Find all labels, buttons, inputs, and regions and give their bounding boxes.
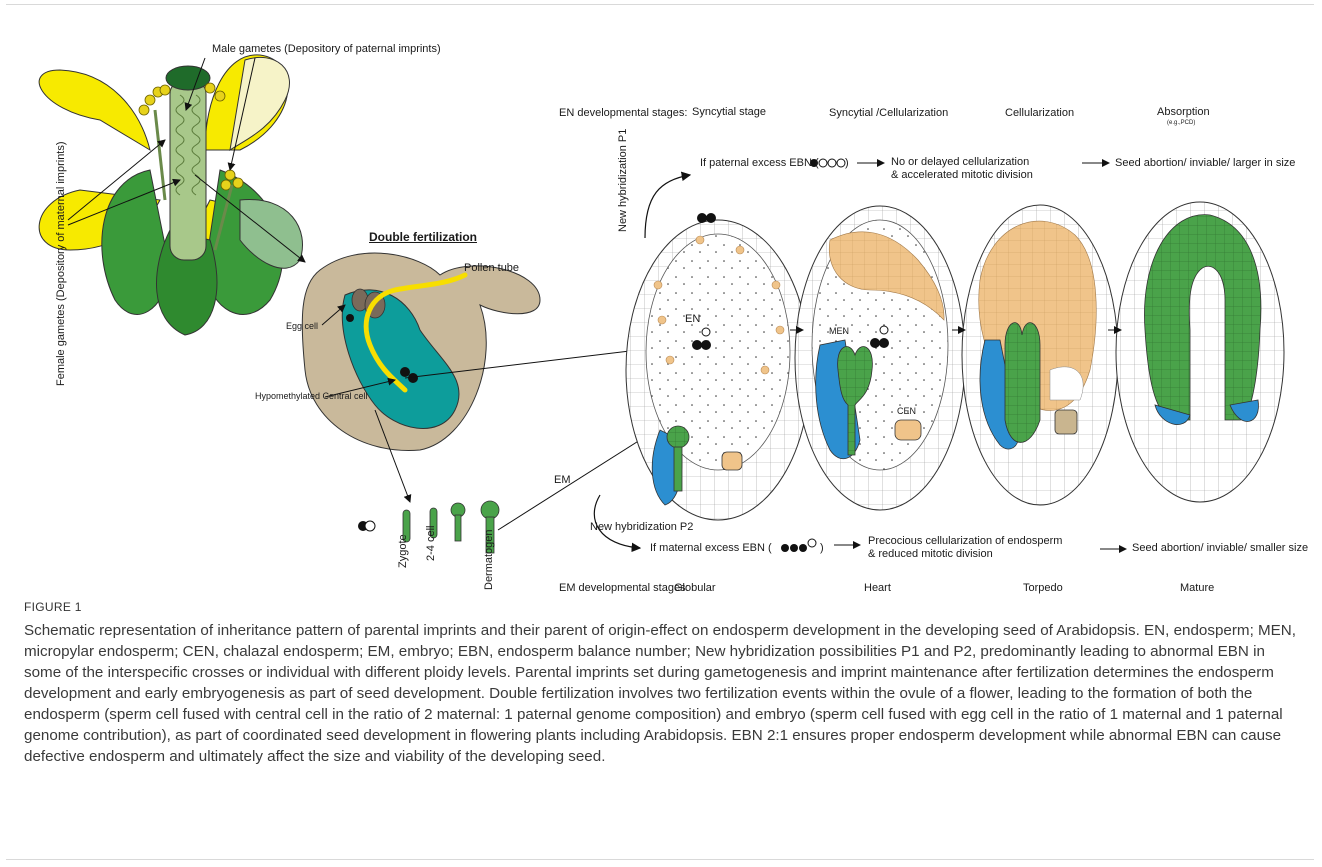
label-em-stages-title: EM developmental stages: xyxy=(559,582,689,594)
label-double-fertilization: Double fertilization xyxy=(369,230,477,244)
label-em: EM xyxy=(554,474,571,486)
label-two-four-cell: 2-4 cell xyxy=(425,526,437,561)
label-en-stages-title: EN developmental stages: xyxy=(559,107,687,119)
seed-torpedo xyxy=(962,205,1118,505)
flower-illustration xyxy=(39,55,302,335)
figure-label: FIGURE 1 xyxy=(24,600,82,614)
label-maternal-excess: If maternal excess EBN ( xyxy=(650,542,772,554)
label-em-stage-2: Heart xyxy=(864,582,891,594)
label-egg-cell: Egg cell xyxy=(286,321,318,331)
seed-heart xyxy=(795,206,965,510)
label-en: EN xyxy=(685,313,700,325)
label-em-stage-1: Globular xyxy=(674,582,716,594)
label-male-gametes: Male gametes (Depository of paternal imp… xyxy=(212,43,441,55)
label-pollen-tube: Pollen tube xyxy=(464,262,519,274)
label-en-stage-4: Absorption xyxy=(1157,106,1210,118)
flower-pistil xyxy=(170,80,206,260)
label-cen: CEN xyxy=(897,406,916,416)
label-en-stage-4-note: (e.g.,PCD) xyxy=(1167,120,1195,126)
figure-illustration xyxy=(0,0,1322,600)
label-en-stage-2: Syncytial /Cellularization xyxy=(829,107,948,119)
label-em-stage-4: Mature xyxy=(1180,582,1214,594)
flower-petal xyxy=(39,70,150,150)
label-female-gametes: Female gametes (Depository of maternal i… xyxy=(55,141,67,386)
label-en-stage-3: Cellularization xyxy=(1005,107,1074,119)
maternal-ebn-symbol xyxy=(781,539,816,552)
label-paternal-result-1: No or delayed cellularization xyxy=(891,156,1029,168)
label-maternal-outcome: Seed abortion/ inviable/ smaller size xyxy=(1132,542,1308,554)
label-zygote: Zygote xyxy=(397,534,409,568)
flower-stigma xyxy=(166,66,210,90)
label-paternal-excess: If paternal excess EBN ( xyxy=(700,157,819,169)
label-en-stage-1: Syncytial stage xyxy=(692,106,766,118)
label-new-hybridization-p2: New hybridization P2 xyxy=(590,521,693,533)
figure-caption: Schematic representation of inheritance … xyxy=(24,620,1304,767)
seed-globular xyxy=(626,213,810,520)
label-maternal-result-2: & reduced mitotic division xyxy=(868,548,993,560)
label-paternal-outcome: Seed abortion/ inviable/ larger in size xyxy=(1115,157,1295,169)
label-paternal-result-2: & accelerated mitotic division xyxy=(891,169,1033,181)
label-new-hybridization-p1: New hybridization P1 xyxy=(617,129,629,232)
label-central-cell: Hypomethylated Central cell xyxy=(255,391,368,401)
label-em-stage-3: Torpedo xyxy=(1023,582,1063,594)
paren-close: ) xyxy=(820,542,824,554)
label-maternal-result-1: Precocious cellularization of endosperm xyxy=(868,535,1062,547)
paren-close: ) xyxy=(845,157,849,169)
ovule-illustration xyxy=(302,253,540,450)
seed-mature xyxy=(1116,202,1284,502)
label-dermatogen: Dermatogen xyxy=(483,529,495,590)
label-men: MEN xyxy=(829,326,849,336)
